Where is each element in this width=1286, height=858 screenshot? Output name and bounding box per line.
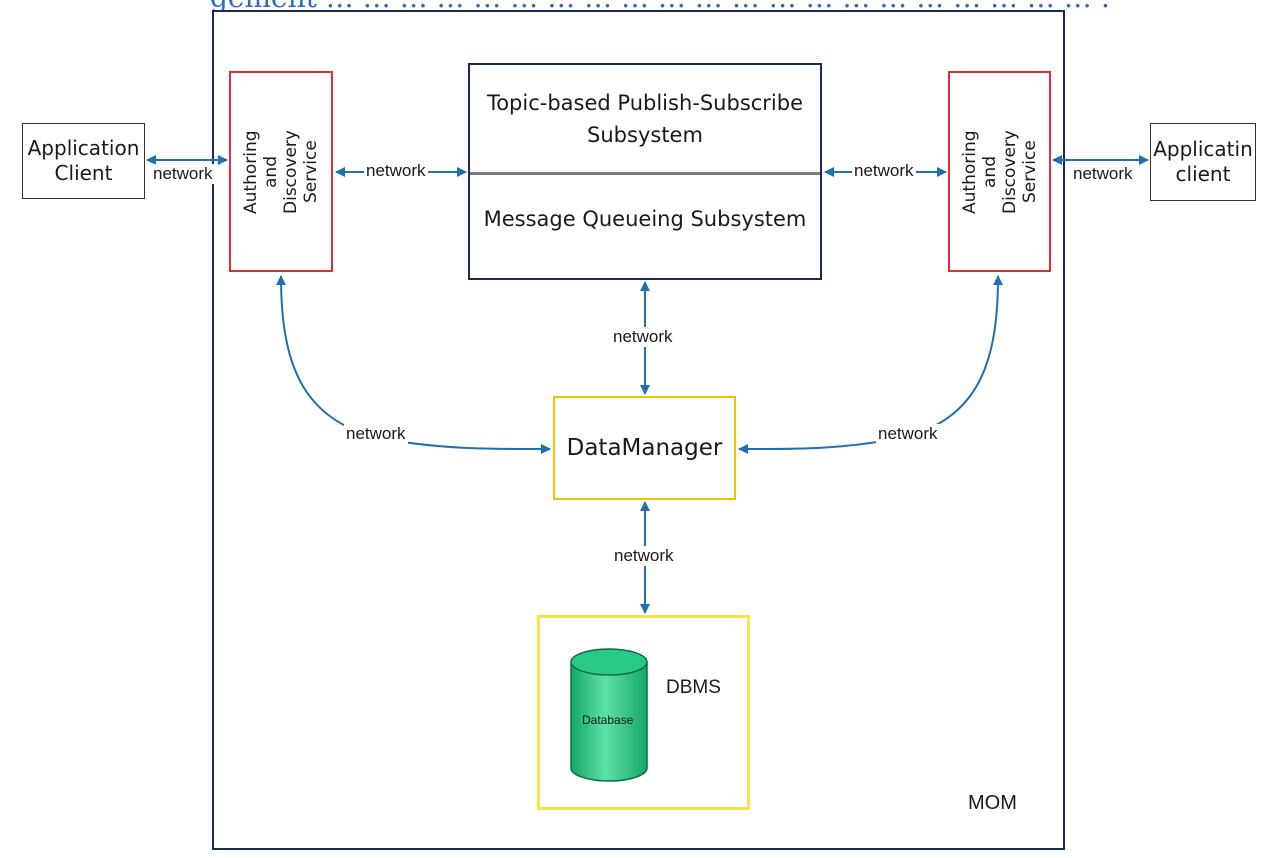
database-cylinder	[570, 648, 648, 782]
datamanager-box[interactable]: DataManager	[553, 396, 736, 500]
dbms-label: DBMS	[666, 677, 721, 698]
right-application-client[interactable]: Applicatin client	[1150, 123, 1256, 201]
left-client-label: Application Client	[27, 136, 140, 185]
database-label: Database	[582, 713, 634, 727]
left-application-client[interactable]: Application Client	[22, 123, 145, 199]
pubsub-queueing-box[interactable]: Topic-based Publish-Subscribe Subsystem …	[468, 63, 822, 280]
right-client-label: Applicatin client	[1153, 137, 1253, 186]
network-label-pubsub-datamanager: network	[611, 327, 675, 347]
network-label-right-client: network	[1071, 164, 1135, 184]
message-queueing-label: Message Queueing Subsystem	[483, 207, 807, 231]
right-authoring-discovery-service[interactable]: Authoring and Discovery Service	[948, 71, 1051, 272]
network-label-left-client: network	[151, 164, 215, 184]
network-label-datamanager-dbms: network	[612, 546, 676, 566]
mom-label: MOM	[968, 792, 1017, 814]
network-label-left-curve: network	[344, 424, 408, 444]
datamanager-label: DataManager	[566, 435, 723, 461]
figure-title-fragment: gement … … … … … … … … … … … … … … … … ……	[210, 0, 1110, 12]
network-label-right-curve: network	[876, 424, 940, 444]
subsystem-divider	[470, 172, 820, 175]
left-authoring-discovery-service[interactable]: Authoring and Discovery Service	[229, 71, 333, 272]
pubsub-subsystem-label: Topic-based Publish-Subscribe Subsystem	[486, 91, 804, 147]
network-label-right-service: network	[852, 161, 916, 181]
network-label-left-service: network	[364, 161, 428, 181]
left-curve-link	[276, 275, 551, 455]
right-curve-link	[738, 275, 1003, 455]
